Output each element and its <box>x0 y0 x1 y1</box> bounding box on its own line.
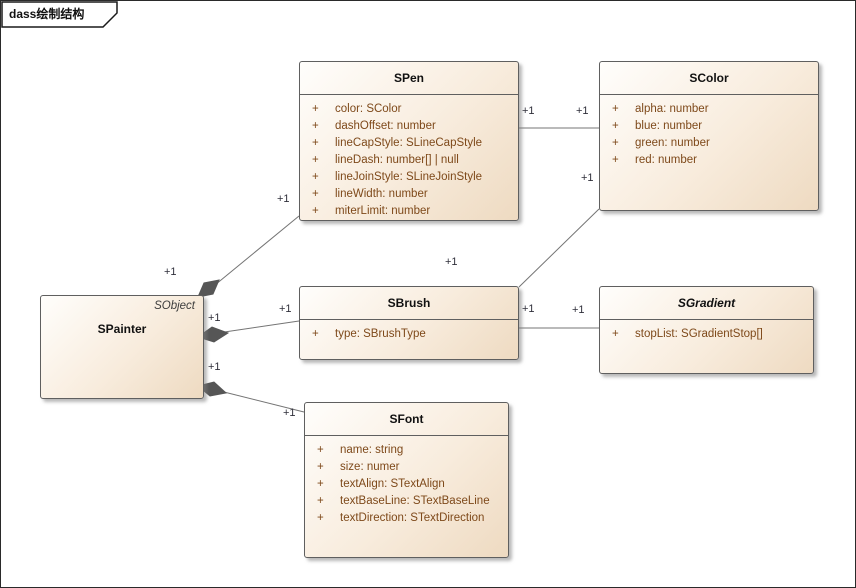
multiplicity-label: +1 <box>581 172 594 184</box>
attribute: + textBaseLine: STextBaseLine <box>305 493 508 510</box>
attribute: + red: number <box>600 152 818 169</box>
attribute: + green: number <box>600 135 818 152</box>
attr-text: lineDash: number[] | null <box>335 154 459 166</box>
attr-text: lineCapStyle: SLineCapStyle <box>335 137 483 149</box>
class-sgradient[interactable]: SGradient + stopList: SGradientStop[] <box>599 286 814 374</box>
attr-text: alpha: number <box>635 103 709 115</box>
class-title: SPen <box>300 62 518 95</box>
attribute-list: + alpha: number + blue: number + green: num… <box>600 101 818 169</box>
attr-visibility: + <box>312 205 319 217</box>
attribute: + miterLimit: number <box>300 203 518 220</box>
attribute: + blue: number <box>600 118 818 135</box>
attr-text: size: numer <box>340 461 400 473</box>
attribute: + alpha: number <box>600 101 818 118</box>
attr-text: lineWidth: number <box>335 188 428 200</box>
attr-visibility: + <box>612 120 619 132</box>
class-title: SPainter <box>97 322 147 336</box>
frame-tab: dass绘制结构 <box>1 1 125 36</box>
attribute: + name: string <box>305 442 508 459</box>
class-scolor[interactable]: SColor + alpha: number + blue: number + gre… <box>599 61 819 211</box>
attr-text: red: number <box>635 154 698 166</box>
attr-visibility: + <box>312 171 319 183</box>
attr-visibility: + <box>612 137 619 149</box>
attribute-list: + type: SBrushType <box>300 326 518 343</box>
attribute: + stopList: SGradientStop[] <box>600 326 813 343</box>
attr-text: color: SColor <box>335 103 402 115</box>
multiplicity-label: +1 <box>208 361 221 373</box>
relation-sbrush-scolor-line[interactable] <box>518 208 600 288</box>
class-sbrush[interactable]: SBrush + type: SBrushType <box>299 286 519 360</box>
multiplicity-label: +1 <box>208 312 221 324</box>
multiplicity-label: +1 <box>522 105 535 117</box>
class-sfont[interactable]: SFont + name: string + size: numer + textAl… <box>304 402 509 558</box>
attr-text: type: SBrushType <box>335 328 426 340</box>
attribute: + textDirection: STextDirection <box>305 510 508 527</box>
attr-text: textAlign: STextAlign <box>340 478 445 490</box>
attr-text: green: number <box>635 137 710 149</box>
multiplicity-label: +1 <box>572 304 585 316</box>
attr-text: blue: number <box>635 120 703 132</box>
attribute-list: + stopList: SGradientStop[] <box>600 326 813 343</box>
attr-visibility: + <box>317 478 324 490</box>
multiplicity-label: +1 <box>445 256 458 268</box>
attribute: + color: SColor <box>300 101 518 118</box>
attr-text: textDirection: STextDirection <box>340 512 485 524</box>
attribute: + lineDash: number[] | null <box>300 152 518 169</box>
attribute: + size: numer <box>305 459 508 476</box>
composition-diamond-spainter-sfont <box>196 381 228 397</box>
attr-visibility: + <box>612 103 619 115</box>
multiplicity-label: +1 <box>283 407 296 419</box>
stereotype-label: SObject <box>154 300 195 312</box>
class-spen[interactable]: SPen + color: SColor + dashOffset: number … <box>299 61 519 221</box>
class-title: SColor <box>600 62 818 95</box>
attribute-list: + name: string + size: numer + textAlign: S… <box>305 442 508 527</box>
attribute: + textAlign: STextAlign <box>305 476 508 493</box>
attr-visibility: + <box>317 461 324 473</box>
attribute: + lineWidth: number <box>300 186 518 203</box>
frame-tab-label: dass绘制结构 <box>9 7 85 21</box>
attribute: + dashOffset: number <box>300 118 518 135</box>
frame-tab-shape <box>1 1 118 28</box>
attr-visibility: + <box>317 444 324 456</box>
attribute: + type: SBrushType <box>300 326 518 343</box>
class-title: SFont <box>305 403 508 436</box>
attr-visibility: + <box>312 137 319 149</box>
attr-visibility: + <box>312 103 319 115</box>
multiplicity-label: +1 <box>277 193 290 205</box>
multiplicity-label: +1 <box>279 303 292 315</box>
attr-text: lineJoinStyle: SLineJoinStyle <box>335 171 483 183</box>
attr-visibility: + <box>612 154 619 166</box>
attr-visibility: + <box>312 328 319 340</box>
attr-text: name: string <box>340 444 404 456</box>
multiplicity-label: +1 <box>522 303 535 315</box>
attr-visibility: + <box>312 120 319 132</box>
class-title: SBrush <box>300 287 518 320</box>
attr-visibility: + <box>317 512 324 524</box>
attr-visibility: + <box>317 495 324 507</box>
composition-diamond-spainter-spen <box>197 279 220 298</box>
attr-text: dashOffset: number <box>335 120 436 132</box>
multiplicity-label: +1 <box>576 105 589 117</box>
attribute-list: + color: SColor + dashOffset: number + line… <box>300 101 518 220</box>
multiplicity-label: +1 <box>164 266 177 278</box>
attr-visibility: + <box>312 154 319 166</box>
attr-text: miterLimit: number <box>335 205 431 217</box>
class-title: SGradient <box>600 287 813 320</box>
attribute: + lineJoinStyle: SLineJoinStyle <box>300 169 518 186</box>
attr-text: stopList: SGradientStop[] <box>635 328 763 340</box>
relation-spainter-spen-line[interactable] <box>203 215 300 295</box>
attr-text: textBaseLine: STextBaseLine <box>340 495 490 507</box>
attr-visibility: + <box>612 328 619 340</box>
class-spainter[interactable]: SObject SPainter <box>40 295 204 399</box>
attribute: + lineCapStyle: SLineCapStyle <box>300 135 518 152</box>
composition-diamond-spainter-sbrush <box>196 326 230 343</box>
attr-visibility: + <box>312 188 319 200</box>
